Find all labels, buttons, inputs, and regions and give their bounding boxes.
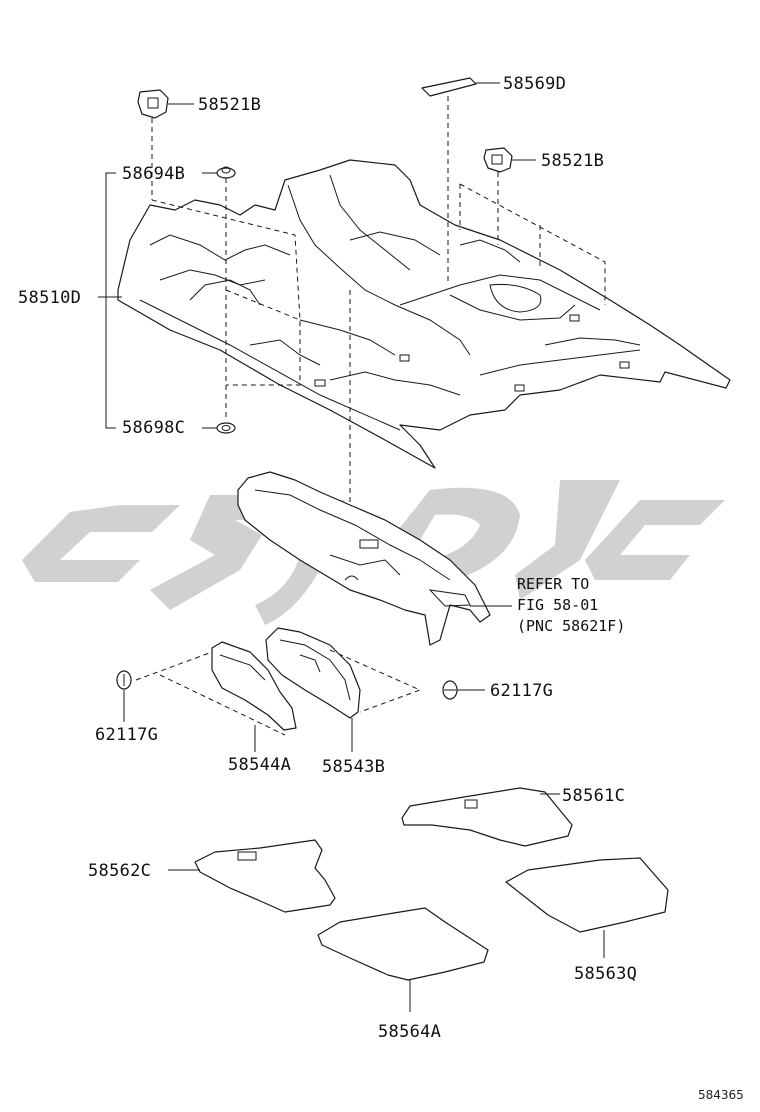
callout-fastener-lower: 58698C xyxy=(122,418,186,438)
floor-mat-front-right xyxy=(505,857,669,958)
figure-number: 584365 xyxy=(698,1088,744,1102)
screw-left xyxy=(116,670,132,722)
callout-panel-right: 58543B xyxy=(322,757,386,777)
callout-panel-left: 58544A xyxy=(228,755,292,775)
callout-carpet-main: 58510D xyxy=(18,288,82,308)
floor-carpet-assembly xyxy=(117,159,731,469)
callout-clip-top-left: 58521B xyxy=(198,95,262,115)
carpet-bracket-leader xyxy=(98,172,122,429)
screw-right xyxy=(442,680,485,700)
floor-mat-front-left xyxy=(168,839,336,913)
callout-mat-front-right: 58563Q xyxy=(574,964,638,984)
side-panel-right xyxy=(265,627,361,752)
callout-mat-rear-left: 58564A xyxy=(378,1022,442,1042)
callout-clip-top-right: 58521B xyxy=(541,151,605,171)
callout-screw-left: 62117G xyxy=(95,725,159,745)
callout-plate-top: 58569D xyxy=(503,74,567,94)
callout-screw-right: 62117G xyxy=(490,681,554,701)
clip-top-right xyxy=(459,147,606,305)
side-panel-left xyxy=(211,641,297,752)
dash-insulator xyxy=(237,471,512,646)
callout-mat-rear-right: 58561C xyxy=(562,786,626,806)
callout-fastener-upper: 58694B xyxy=(122,164,186,184)
reference-note-line-2: FIG 58-01 xyxy=(517,596,599,614)
reference-note-line-1: REFER TO xyxy=(517,575,590,593)
clip-top-left xyxy=(137,89,194,200)
fastener-lower xyxy=(202,422,236,434)
callout-mat-front-left: 58562C xyxy=(88,861,152,881)
floor-mat-rear-left xyxy=(317,907,489,1012)
plate-top xyxy=(421,77,500,285)
floor-mat-rear-right xyxy=(401,787,573,847)
reference-note-line-3: (PNC 58621F) xyxy=(517,617,626,635)
